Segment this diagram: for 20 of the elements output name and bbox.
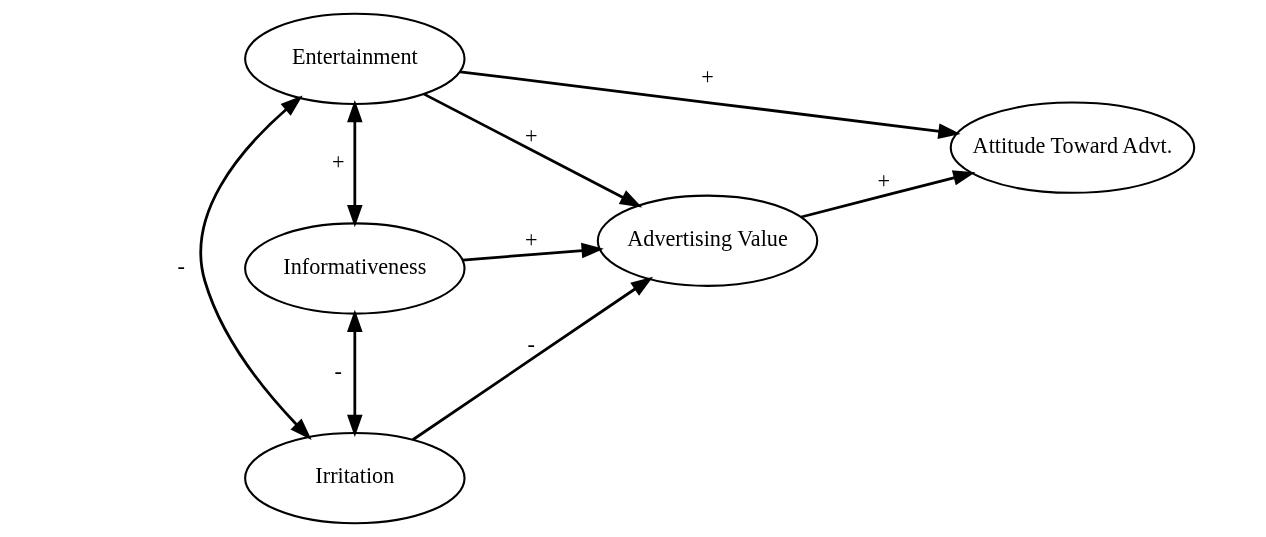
arrow bbox=[800, 170, 976, 219]
node-ellipse: Advertising Value bbox=[596, 194, 819, 287]
edge-label: + bbox=[331, 148, 345, 174]
edge-label: - bbox=[334, 358, 342, 384]
node-ellipse: Entertainment bbox=[244, 12, 466, 105]
edge-label: + bbox=[524, 227, 538, 253]
arrow bbox=[423, 92, 643, 208]
arrow bbox=[462, 242, 604, 262]
edge-label: - bbox=[527, 331, 535, 357]
node-ellipse: Irritation bbox=[244, 432, 466, 525]
arrow bbox=[347, 309, 363, 437]
edge-label: - bbox=[177, 253, 185, 279]
edge-label: + bbox=[701, 63, 714, 89]
arrow bbox=[199, 95, 312, 440]
node-ellipse: Informativeness bbox=[244, 222, 466, 315]
arrow bbox=[412, 276, 654, 441]
edge-label: + bbox=[877, 167, 891, 193]
arrow bbox=[347, 100, 363, 228]
arrow bbox=[460, 70, 961, 139]
edge-label: + bbox=[524, 123, 538, 149]
